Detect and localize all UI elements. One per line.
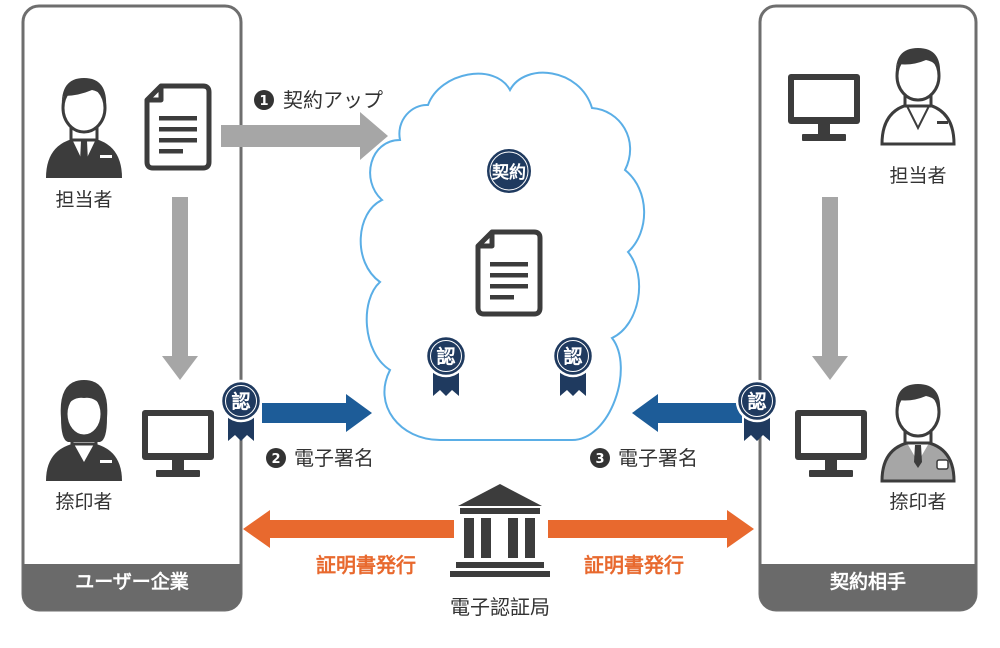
seal-icon: 認 [735, 379, 779, 443]
person-male-gray-suit-icon [880, 384, 956, 483]
partner-approver-label: 捺印者 [889, 491, 946, 513]
signature-arrow-left [262, 394, 372, 432]
partner-label: 契約相手 [829, 570, 906, 593]
step-1-number: 1 [259, 94, 268, 109]
user-staff-label: 担当者 [55, 189, 112, 211]
left-down-arrow [162, 197, 198, 380]
seal-text: 認 [563, 345, 582, 368]
step-3-label: 3 電子署名 [590, 446, 698, 470]
seal-icon: 認 [424, 334, 468, 398]
step-1-label: 1 契約アップ [254, 88, 383, 112]
upload-arrow [221, 112, 388, 160]
step-3-text: 電子署名 [618, 446, 698, 470]
step-2-label: 2 電子署名 [266, 446, 374, 470]
step-3-number: 3 [595, 452, 604, 467]
contract-badge-text: 契約 [491, 162, 526, 183]
document-icon [478, 232, 540, 314]
user-company-label: ユーザー企業 [75, 570, 190, 593]
bank-building-icon [450, 484, 550, 577]
document-icon [147, 86, 209, 168]
step-2-text: 電子署名 [294, 446, 374, 470]
right-down-arrow [812, 197, 848, 380]
seal-text: 認 [436, 345, 455, 368]
partner-staff-label: 担当者 [889, 165, 946, 187]
person-female-icon [46, 380, 122, 481]
person-male-icon [46, 78, 122, 178]
certificate-arrow-right [548, 510, 754, 548]
seal-text: 認 [747, 390, 766, 413]
step-2-number: 2 [271, 452, 280, 467]
certificate-issue-right: 証明書発行 [584, 553, 684, 577]
user-approver-label: 捺印者 [55, 491, 112, 513]
seal-icon: 認 [219, 379, 263, 443]
seal-icon: 認 [551, 334, 595, 398]
seal-text: 認 [231, 390, 250, 413]
step-1-text: 契約アップ [283, 88, 383, 112]
contract-badge: 契約 [485, 147, 533, 195]
certificate-issue-left: 証明書発行 [316, 553, 416, 577]
person-male-outline-icon [880, 48, 956, 146]
authority-label: 電子認証局 [450, 595, 550, 619]
signature-arrow-right [632, 394, 742, 432]
certificate-arrow-left [243, 510, 454, 548]
